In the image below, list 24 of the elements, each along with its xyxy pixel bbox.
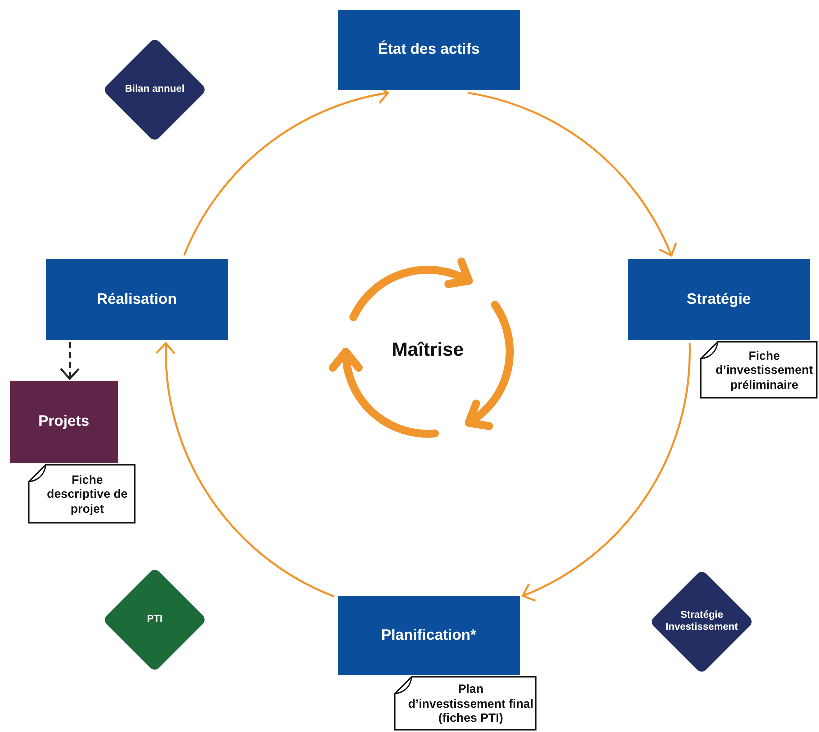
node-label: Réalisation bbox=[96, 290, 178, 308]
note-text: Fiche descriptive de projet bbox=[46, 472, 129, 516]
cycle-arrow bbox=[468, 92, 677, 257]
process-box bbox=[338, 10, 520, 90]
node-label: État des actifs bbox=[378, 41, 480, 59]
process-box bbox=[46, 259, 228, 340]
dashed-arrow bbox=[60, 342, 80, 380]
document-note bbox=[700, 341, 818, 399]
process-box bbox=[10, 381, 118, 463]
node-label: PTI bbox=[147, 614, 163, 626]
document-note bbox=[394, 676, 537, 731]
note-text: Plan d’investissement final (fiches PTI) bbox=[408, 682, 534, 726]
node-label: Projets bbox=[38, 413, 90, 431]
node-label: Planification* bbox=[381, 626, 477, 644]
document-note bbox=[28, 464, 136, 524]
process-box bbox=[628, 259, 810, 340]
center-label: Maîtrise bbox=[391, 340, 465, 362]
process-box bbox=[338, 596, 520, 675]
node-label: Stratégie bbox=[686, 290, 752, 308]
node-label: Bilan annuel bbox=[125, 84, 185, 96]
cycle-arrow bbox=[156, 342, 336, 598]
note-text: Fiche d’investissement préliminaire bbox=[714, 348, 814, 392]
cycle-arrow bbox=[522, 343, 691, 602]
node-label: Stratégie Investissement bbox=[664, 610, 740, 634]
